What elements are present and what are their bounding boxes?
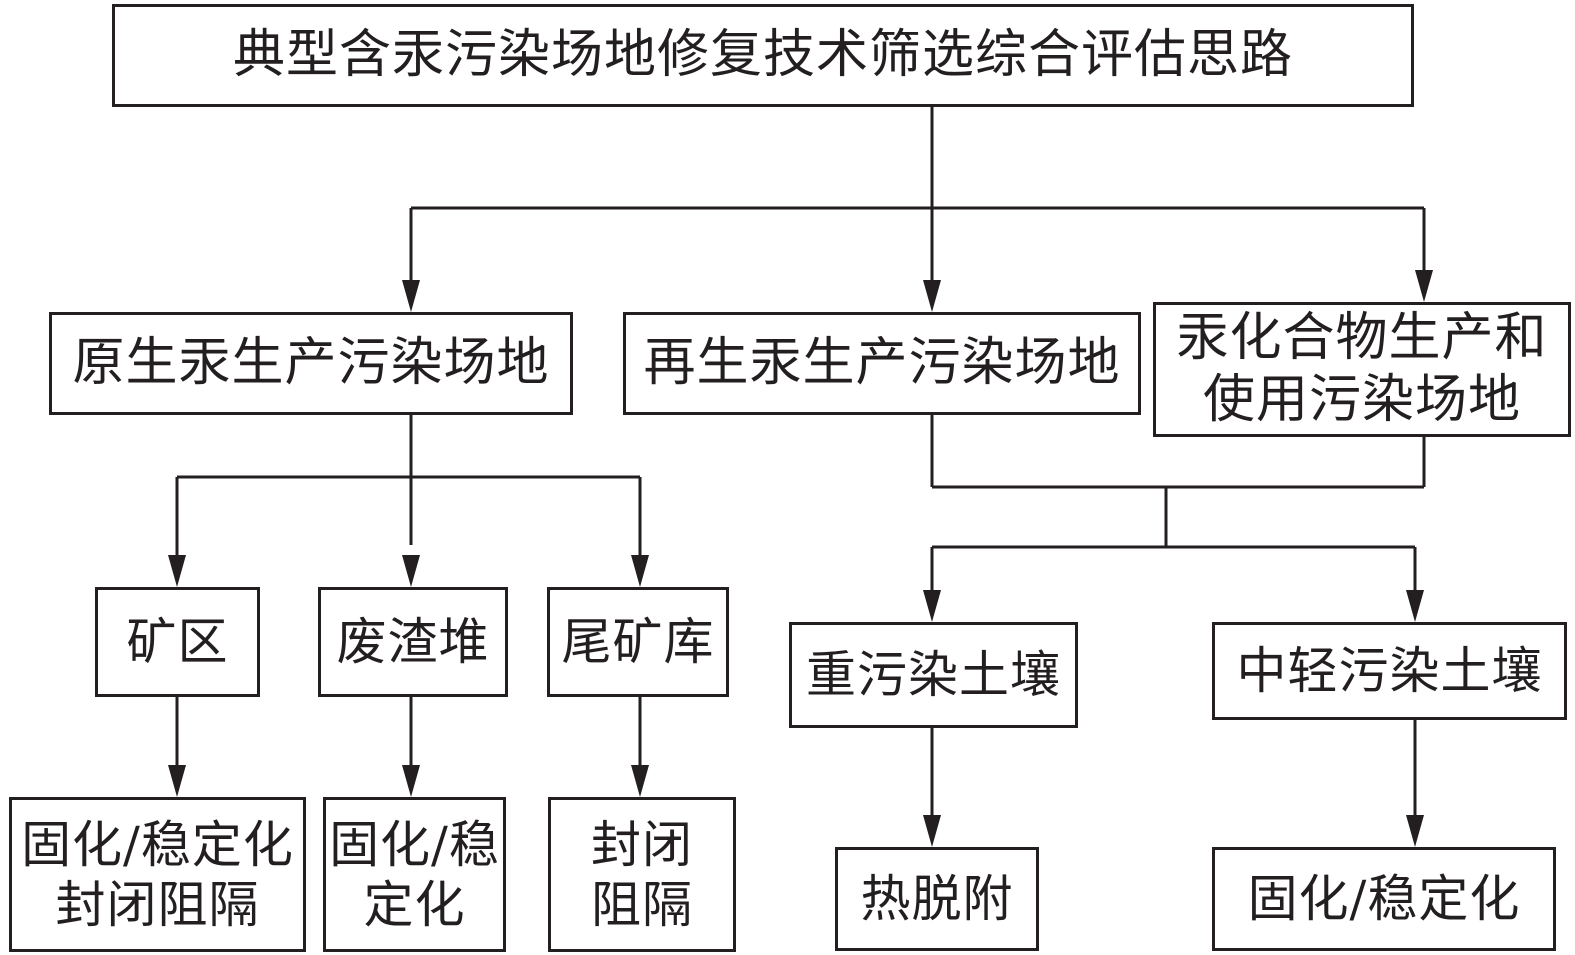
- light-tech-box: 固化/稳定化: [1212, 847, 1556, 951]
- arrowhead-tailings-tech: [631, 765, 649, 797]
- arrowhead-heavy-tech: [923, 815, 941, 847]
- mine-tech-label: 固化/稳定化 封闭阻隔: [21, 815, 294, 934]
- arrowhead-light: [1406, 590, 1424, 622]
- mine-box: 矿区: [95, 587, 260, 697]
- tailings-tech-box: 封闭 阻隔: [548, 797, 736, 952]
- arrowhead-waste-tech: [402, 765, 420, 797]
- tailings-label: 尾矿库: [561, 613, 715, 671]
- compound-site-box: 汞化合物生产和 使用污染场地: [1153, 302, 1571, 437]
- secondary-site-box: 再生汞生产污染场地: [623, 312, 1141, 415]
- tailings-tech-label: 封闭 阻隔: [591, 815, 693, 934]
- heavy-tech-label: 热脱附: [860, 870, 1014, 928]
- light-tech-label: 固化/稳定化: [1247, 870, 1521, 928]
- tailings-box: 尾矿库: [547, 587, 729, 697]
- arrowhead-heavy: [923, 590, 941, 622]
- waste-heap-tech-box: 固化/稳 定化: [323, 797, 506, 952]
- waste-heap-label: 废渣堆: [336, 613, 490, 671]
- arrowhead-mine-tech: [168, 765, 186, 797]
- arrowhead-compound: [1415, 270, 1433, 302]
- heavy-soil-label: 重污染土壤: [806, 646, 1061, 704]
- light-soil-label: 中轻污染土壤: [1236, 642, 1543, 700]
- title-text: 典型含汞污染场地修复技术筛选综合评估思路: [232, 24, 1293, 85]
- secondary-site-label: 再生汞生产污染场地: [643, 332, 1121, 393]
- arrowhead-secondary: [923, 280, 941, 312]
- arrowhead-waste-heap: [402, 555, 420, 587]
- arrowhead-mine: [168, 555, 186, 587]
- heavy-tech-box: 热脱附: [835, 847, 1039, 951]
- arrowhead-tailings: [631, 555, 649, 587]
- mine-tech-box: 固化/稳定化 封闭阻隔: [9, 797, 306, 952]
- primary-site-label: 原生汞生产污染场地: [72, 332, 550, 393]
- arrowhead-primary: [402, 280, 420, 312]
- waste-heap-box: 废渣堆: [318, 587, 508, 697]
- primary-site-box: 原生汞生产污染场地: [49, 312, 573, 415]
- title-box: 典型含汞污染场地修复技术筛选综合评估思路: [112, 4, 1414, 107]
- compound-site-label: 汞化合物生产和 使用污染场地: [1176, 308, 1548, 430]
- heavy-soil-box: 重污染土壤: [789, 622, 1078, 728]
- light-soil-box: 中轻污染土壤: [1212, 622, 1567, 720]
- waste-heap-tech-label: 固化/稳 定化: [329, 815, 500, 934]
- mine-label: 矿区: [126, 613, 229, 671]
- arrowhead-light-tech: [1406, 815, 1424, 847]
